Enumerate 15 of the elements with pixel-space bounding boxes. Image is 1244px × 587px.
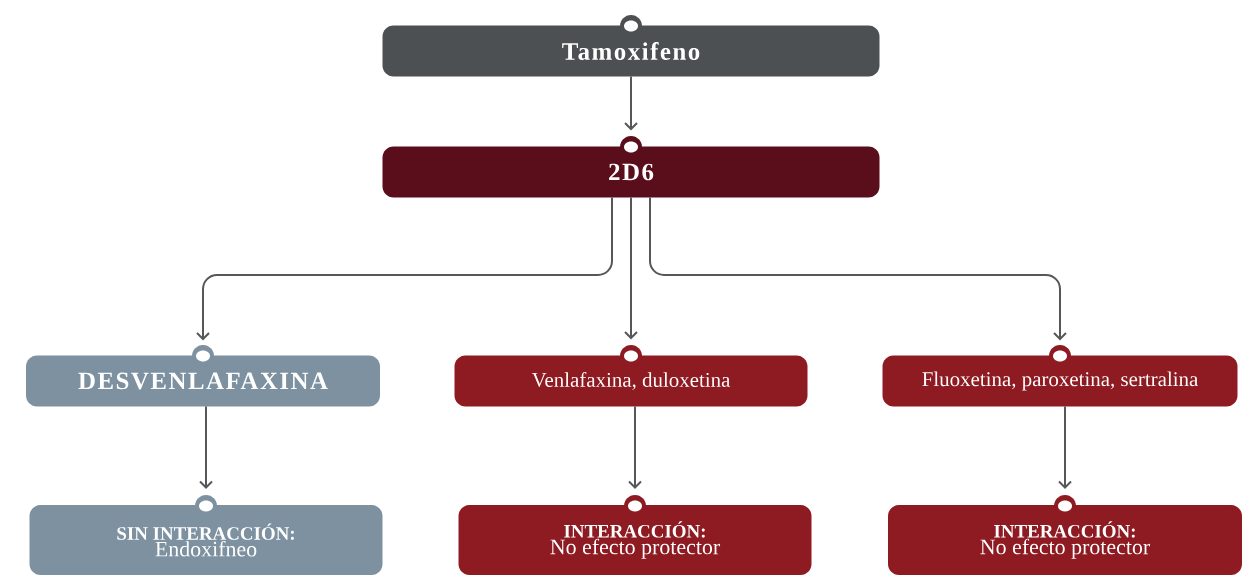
- process-box: DESVENLAFAXINA: [26, 345, 380, 407]
- arrow: [624, 196, 638, 340]
- arrow: [628, 405, 642, 489]
- arrow: [199, 405, 213, 489]
- process-box: Venlafaxina, duloxetina: [454, 345, 808, 407]
- result-box: SIN INTERACCIÓN: Endoxifneo: [29, 495, 383, 575]
- result-box: INTERACCIÓN: No efecto protector: [458, 495, 812, 575]
- arrow: [196, 196, 613, 341]
- arrow: [624, 75, 638, 131]
- arrow: [1058, 405, 1072, 489]
- process-box: Fluoxetina, paroxetina, sertralina: [882, 345, 1238, 407]
- arrow: [649, 196, 1067, 341]
- process-box: Tamoxifeno: [382, 15, 880, 77]
- process-box: 2D6: [382, 136, 880, 198]
- result-box: INTERACCIÓN: No efecto protector: [888, 495, 1242, 575]
